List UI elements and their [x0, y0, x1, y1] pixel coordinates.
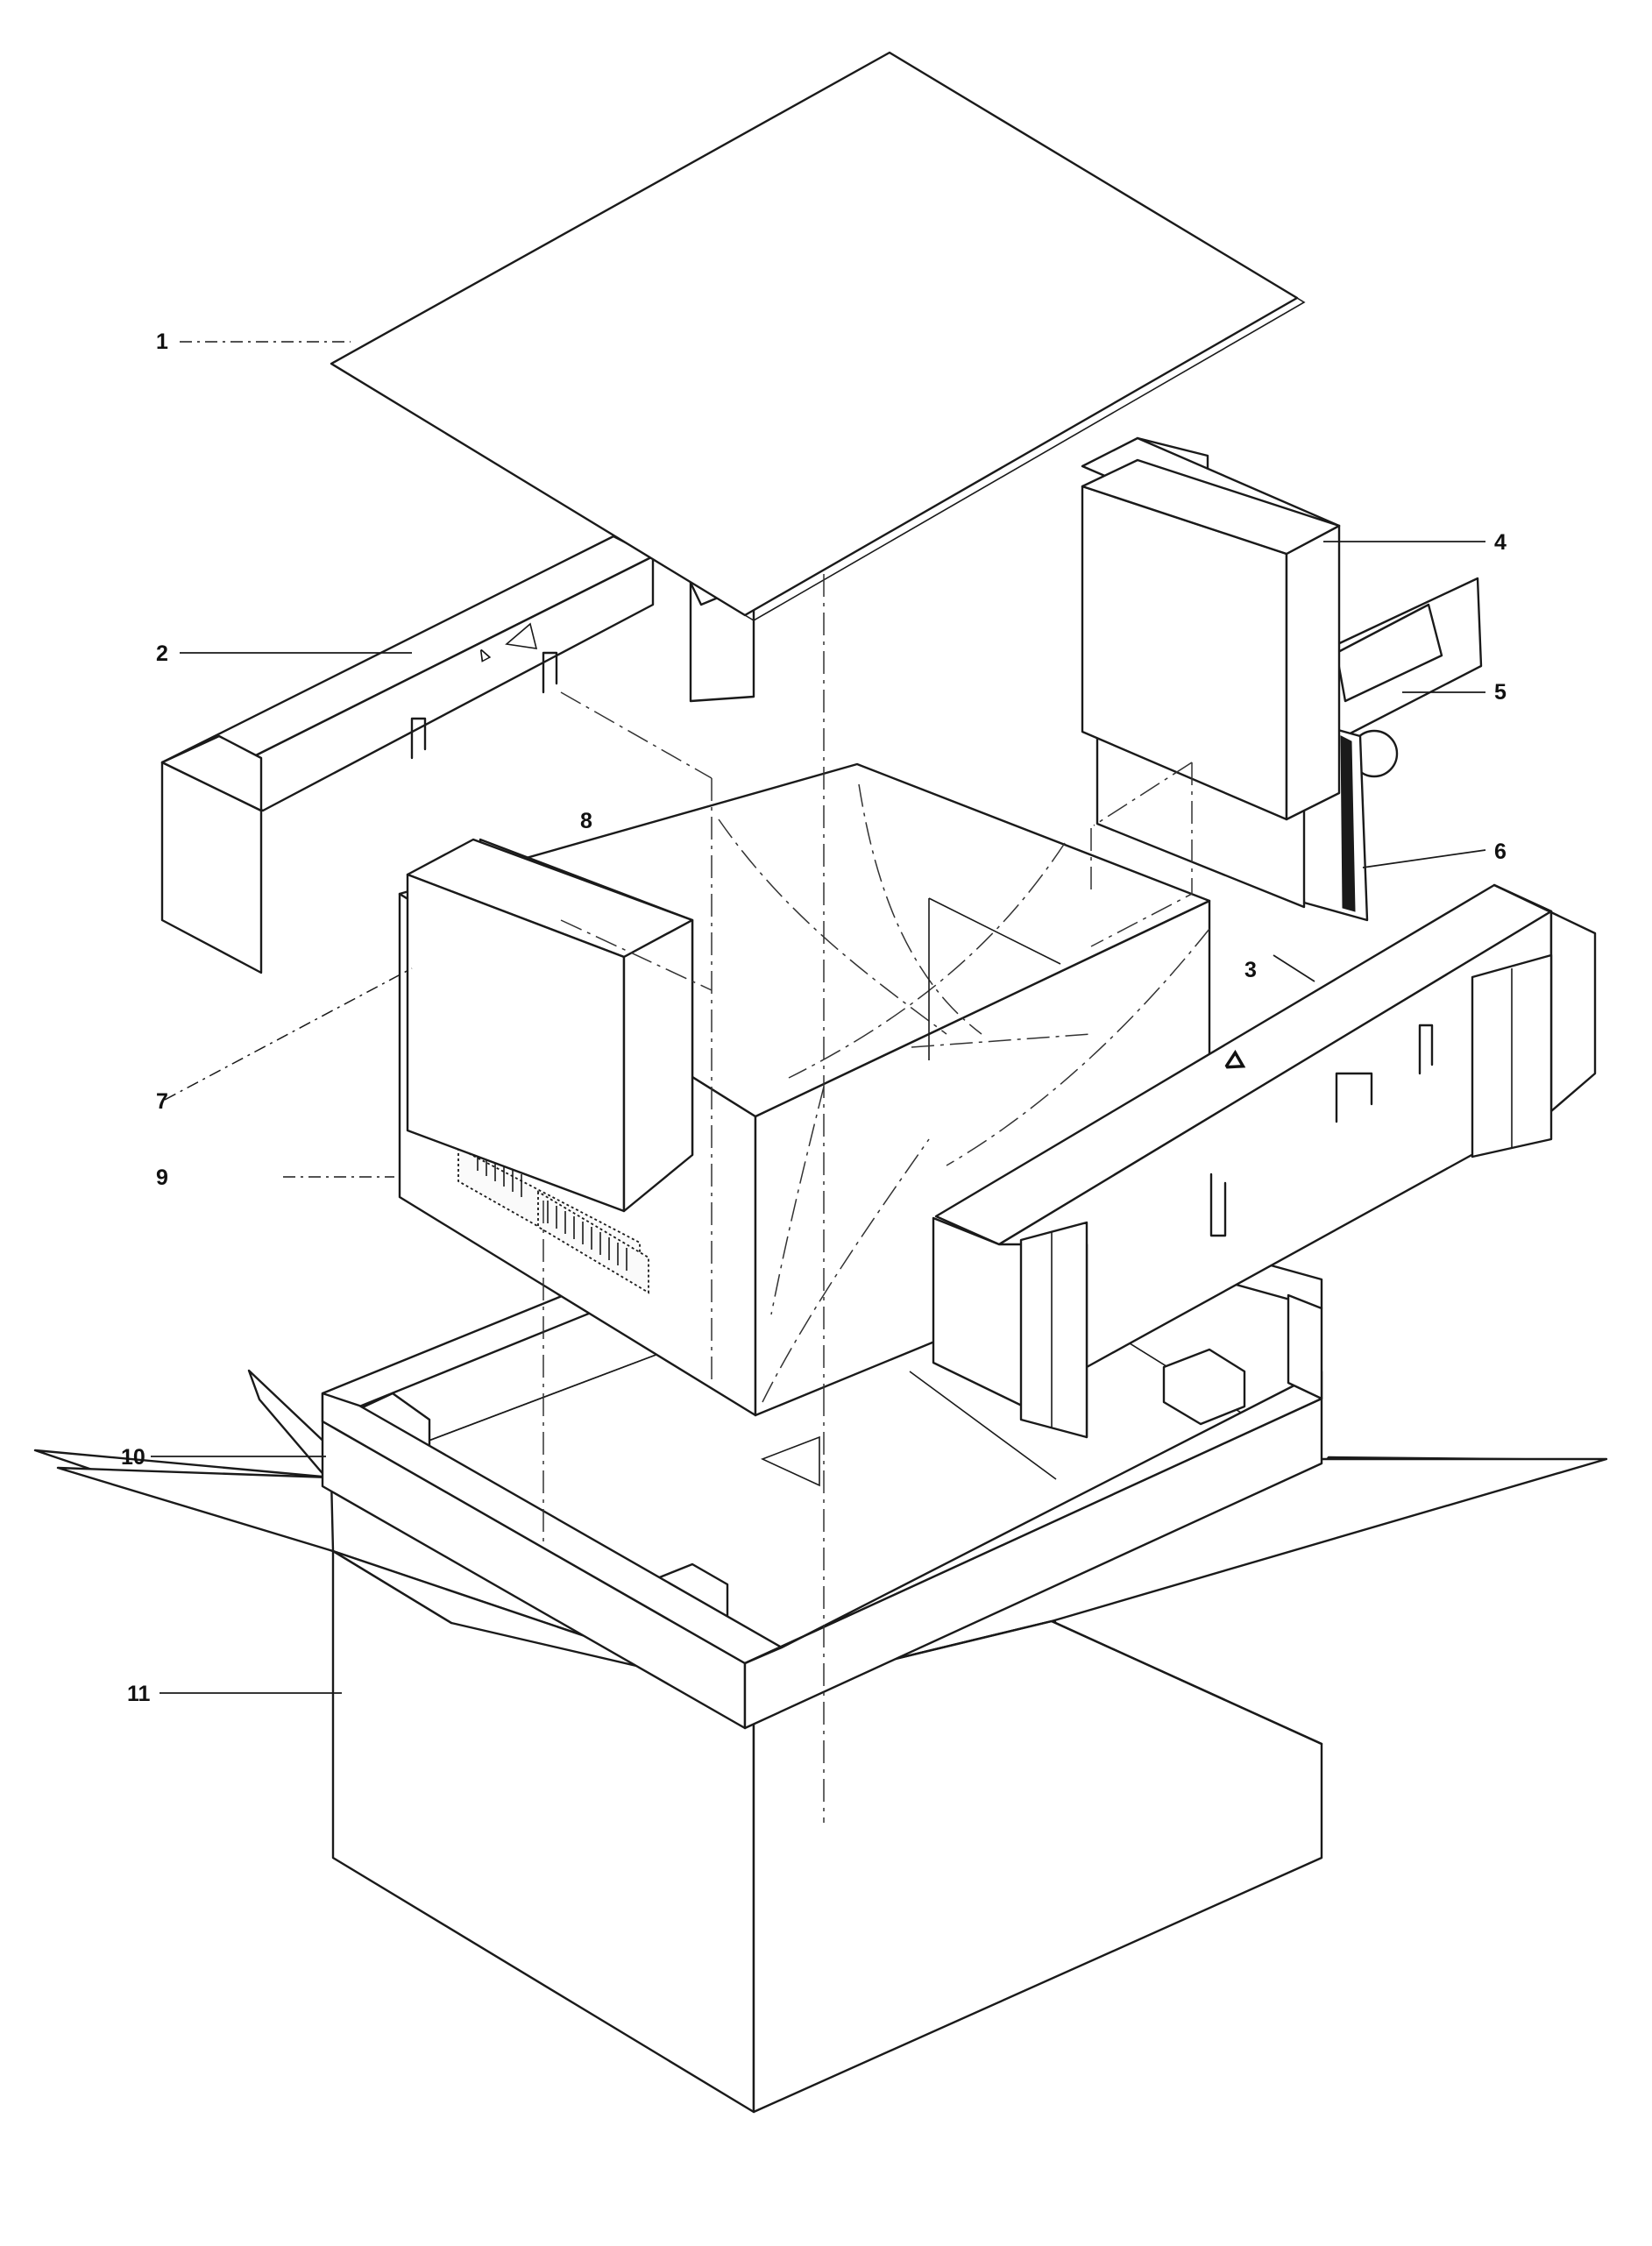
callout-labels: 1 2 3 4 5 6 7 8 9 10 11 — [121, 329, 1507, 1706]
callout-6: 6 — [1494, 840, 1507, 864]
right-foam-endcap: ᐊ — [932, 883, 1597, 1439]
callout-7: 7 — [156, 1089, 168, 1114]
callout-9: 9 — [156, 1166, 168, 1190]
right-accessory-stack — [1081, 436, 1483, 922]
callout-4: 4 — [1494, 530, 1507, 555]
callout-2: 2 — [156, 641, 168, 666]
outer-carton — [33, 1238, 1608, 2114]
callout-leaders — [151, 341, 1486, 1694]
callout-3: 3 — [1244, 958, 1257, 982]
left-foam-endcap: ᐃ — [160, 535, 766, 974]
callout-10: 10 — [121, 1445, 145, 1470]
grille-slots — [477, 1148, 627, 1271]
callout-8: 8 — [580, 809, 592, 833]
left-foam-pad — [406, 838, 694, 1213]
callout-1: 1 — [156, 329, 168, 354]
top-pad-sheet — [330, 51, 1306, 621]
assembly-guide-lines — [542, 574, 1193, 1823]
callout-5: 5 — [1494, 680, 1507, 705]
callout-11: 11 — [127, 1682, 151, 1706]
